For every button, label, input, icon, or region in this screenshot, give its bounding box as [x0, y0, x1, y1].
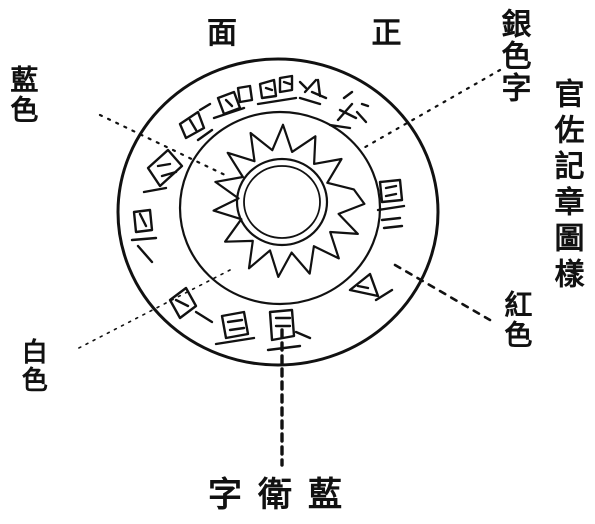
glyph-right-2: [376, 178, 406, 230]
glyph-top-1: [328, 90, 370, 130]
glyph-left-2: [130, 208, 158, 264]
label-top: 面 正: [207, 16, 464, 51]
leader-lines: [74, 68, 502, 467]
leader-line-red: [393, 263, 492, 322]
label-far-right: 官佐記章圖樣: [548, 78, 584, 294]
leader-line-silver: [358, 68, 502, 152]
glyph-top-4: [212, 84, 254, 120]
glyph-top-3: [256, 74, 298, 106]
leader-line-white: [74, 269, 231, 351]
seal-outer-ring: [116, 57, 440, 367]
seal-inner-ring: [235, 157, 329, 247]
seal-star: [212, 123, 366, 278]
glyph-bottom-3: [266, 308, 312, 352]
glyph-left-1: [142, 148, 184, 194]
glyph-bottom-2: [214, 310, 256, 346]
seal-middle-ring: [178, 110, 382, 306]
seal-center-ring: [243, 165, 321, 239]
label-top-right: 銀色字: [495, 8, 531, 104]
label-bottom: 字衛藍: [208, 475, 358, 515]
glyph-right-1: [348, 272, 394, 302]
seal-ring-glyphs: [130, 74, 406, 352]
glyph-bottom-1: [168, 286, 214, 324]
label-right: 紅色: [500, 290, 534, 350]
glyph-top-5: [178, 102, 214, 142]
label-left: 白色: [17, 338, 48, 394]
seal: [116, 57, 440, 367]
label-top-left: 藍色: [6, 65, 40, 125]
glyph-top-2: [298, 78, 328, 106]
